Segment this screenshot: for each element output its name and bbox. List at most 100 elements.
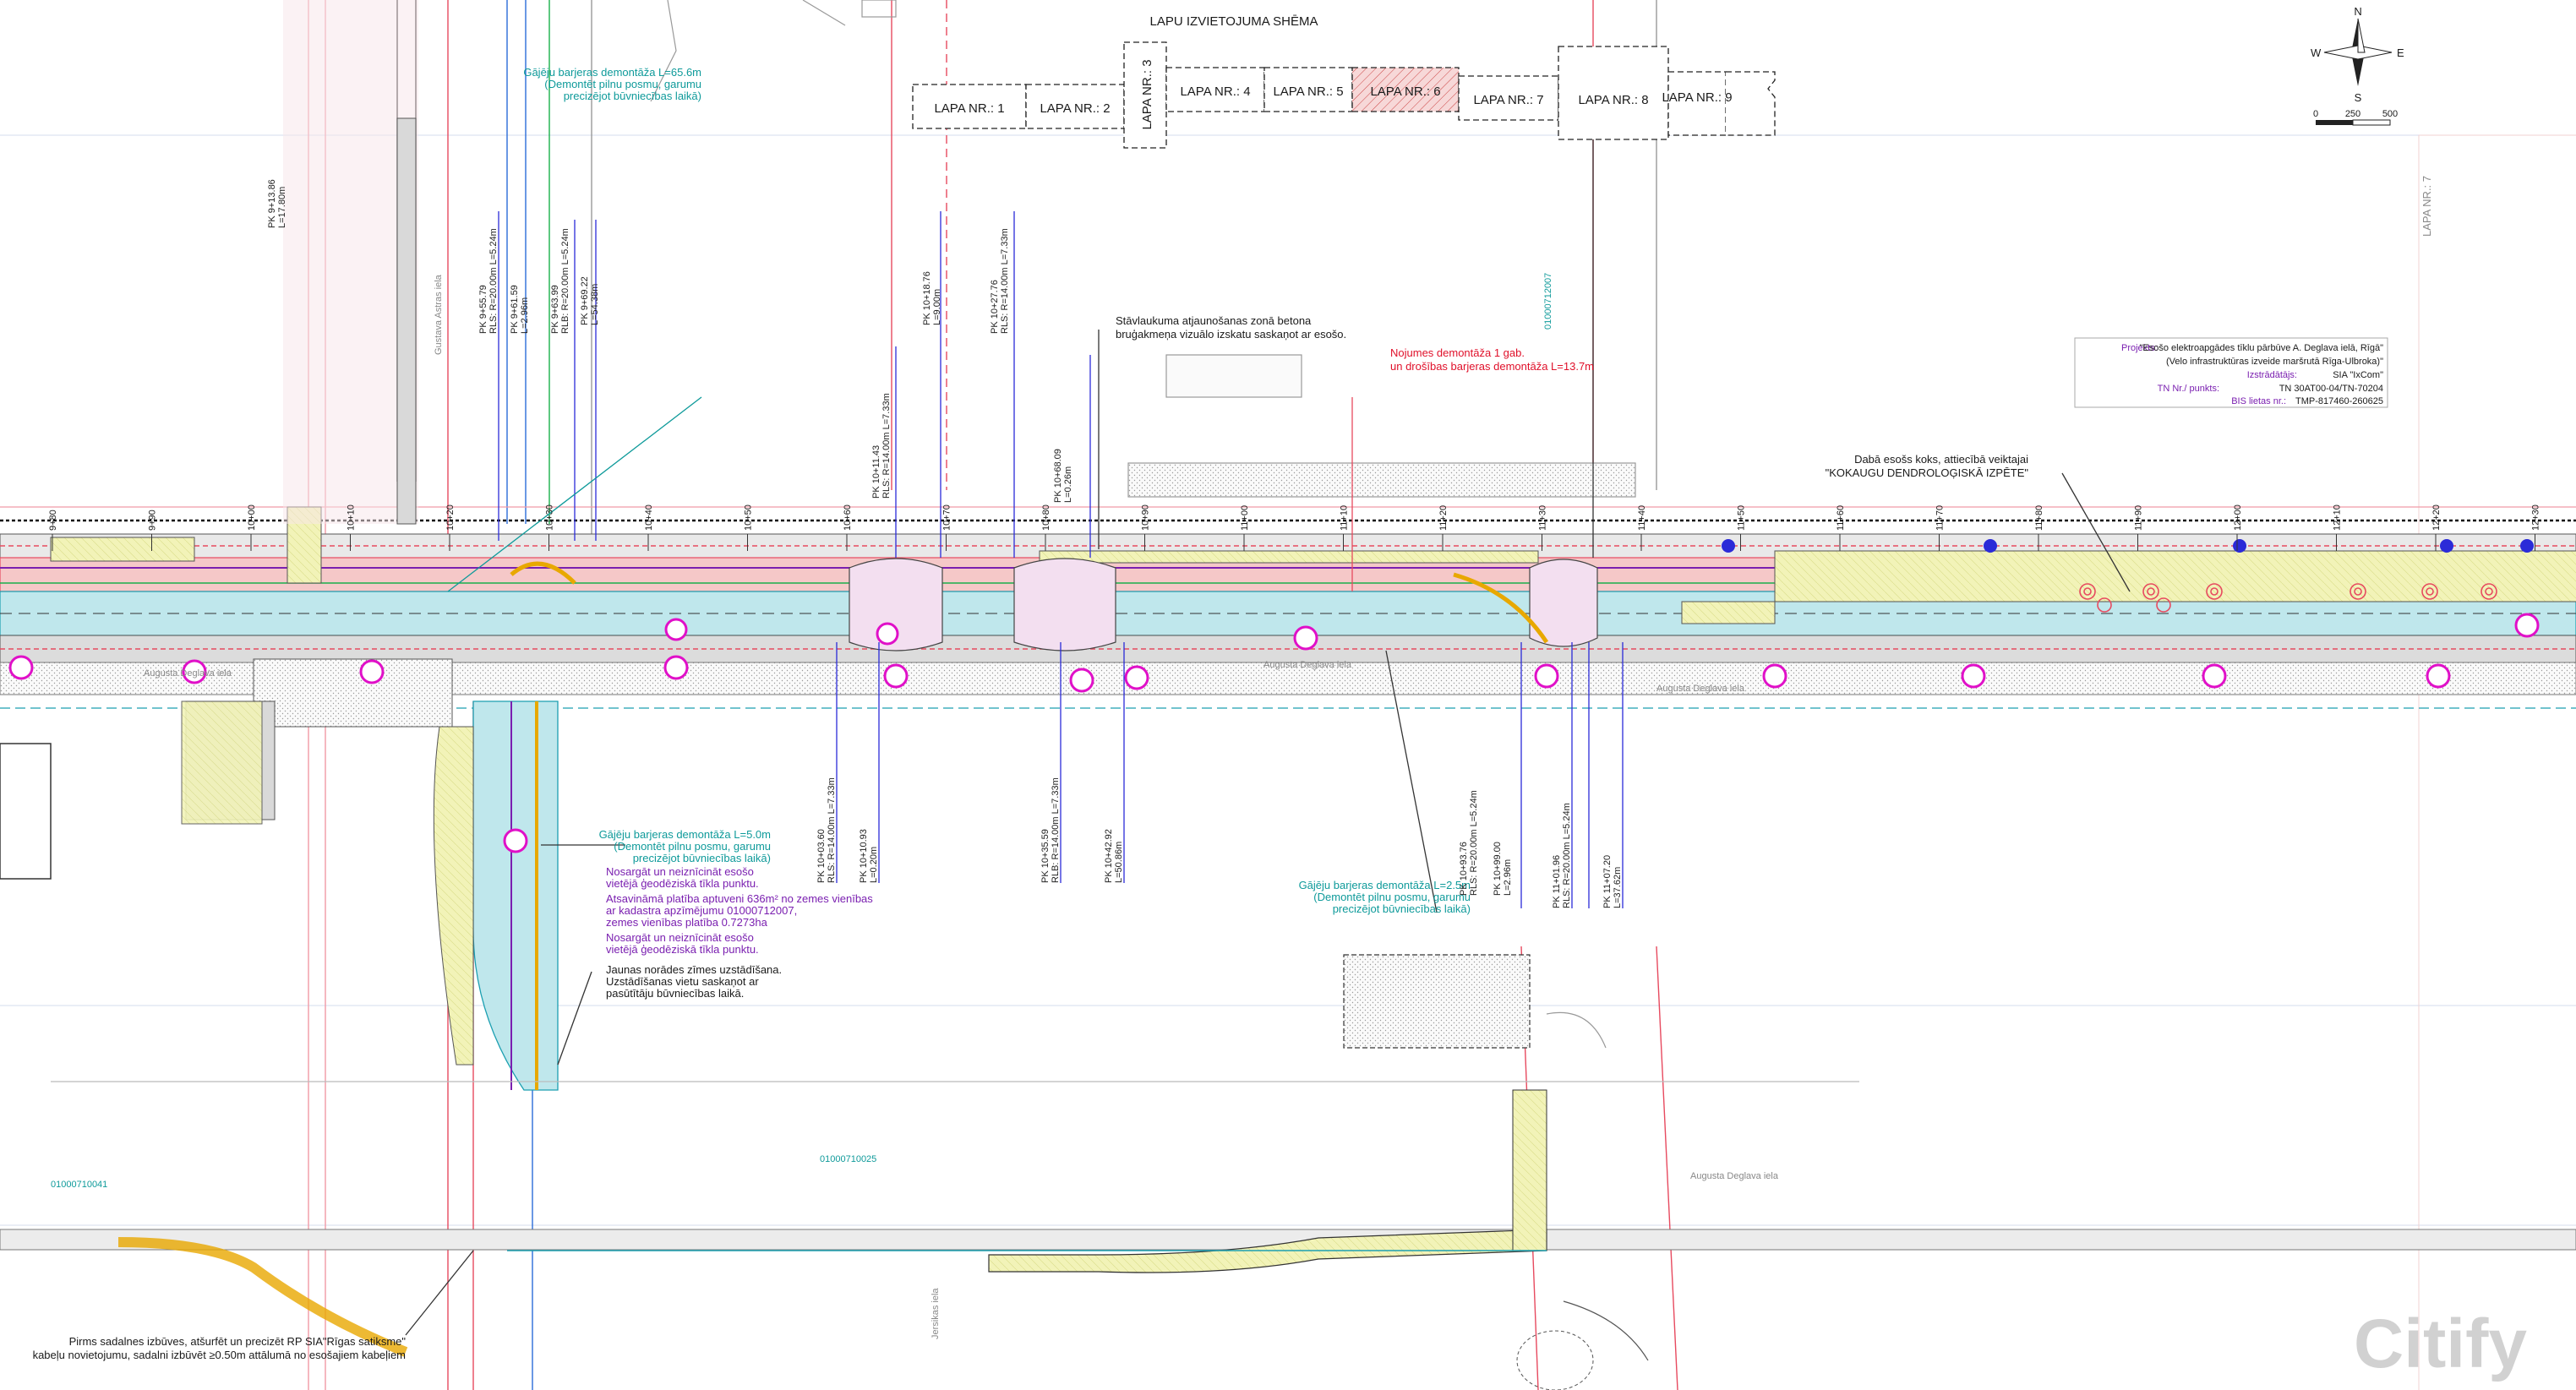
svg-text:PK 9+69.22: PK 9+69.22 [580,276,590,325]
svg-text:Nosargāt un neiznīcināt esošo: Nosargāt un neiznīcināt esošo [606,931,754,944]
street-name-deglava: Augusta Deglava iela [144,668,232,679]
north-arrow: N E S W [2311,5,2404,104]
chainage-label: 10+70 [942,504,952,531]
sheet-label: LAPA NR.: 5 [1273,84,1343,99]
svg-text:pasūtītāju būvniecības laikā.: pasūtītāju būvniecības laikā. [606,987,744,1000]
svg-text:ar kadastra apzīmējumu 0100071: ar kadastra apzīmējumu 01000712007, [606,904,797,917]
edge-sheet-label: LAPA NR.: 7 [2420,176,2433,237]
svg-text:L=54.38m: L=54.38m [590,284,600,325]
chainage-label: 12+00 [2233,504,2243,531]
svg-text:PK 11+01.96: PK 11+01.96 [1552,855,1562,908]
callout-barrier-3: Gājēju barjeras demontāža L=2.5m (Demont… [1299,879,1471,915]
callout-geodetic-1: Nosargāt un neiznīcināt esošo vietējā ģe… [606,865,759,890]
developer-key: Izstrādātājs: [2247,370,2297,380]
svg-text:RLS: R=14.00m L=7.33m: RLS: R=14.00m L=7.33m [827,777,837,883]
svg-text:Nojumes demontāža 1 gab.: Nojumes demontāža 1 gab. [1390,346,1525,359]
south-letter: S [2355,91,2362,104]
svg-text:PK 10+03.60: PK 10+03.60 [816,829,827,883]
street-name-asara: Gustava Astras iela [434,274,444,355]
svg-text:RLS: R=14.00m L=7.33m: RLS: R=14.00m L=7.33m [881,393,892,499]
chainage-label: 10+50 [744,504,754,531]
sheet-box-7[interactable] [1458,75,1559,121]
svg-text:"KOKAUGU DENDROLOĢISKĀ IZPĒTE": "KOKAUGU DENDROLOĢISKĀ IZPĒTE" [1826,466,2029,479]
svg-text:PK 11+07.20: PK 11+07.20 [1602,855,1613,908]
callout-geodetic-2: Nosargāt un neiznīcināt esošo vietējā ģe… [606,931,759,956]
svg-text:PK 10+42.92: PK 10+42.92 [1104,829,1114,883]
svg-text:L=37.62m: L=37.62m [1613,867,1623,908]
sheet-label-active: LAPA NR.: 6 [1370,84,1440,99]
sheet-box-5[interactable] [1263,67,1353,112]
sheet-label: LAPA NR.: 3 [1140,59,1154,129]
chainage-label: 11+80 [2034,505,2044,531]
chainage-label: 11+50 [1737,505,1747,531]
svg-text:PK 9+61.59: PK 9+61.59 [510,285,520,334]
chainage-label: 11+40 [1637,505,1647,531]
svg-text:L=2.96m: L=2.96m [1503,859,1513,896]
bis-value: TMP-817460-260625 [2295,396,2383,406]
bus-islands [510,558,1598,651]
svg-text:Gājēju barjeras demontāža L=2.: Gājēju barjeras demontāža L=2.5m [1299,879,1471,891]
svg-text:Pirms sadalnes izbūves, atšurf: Pirms sadalnes izbūves, atšurfēt un prec… [69,1335,407,1348]
scale-bar: 0 250 500 [2313,109,2398,126]
sheet-label: LAPA NR.: 8 [1578,93,1648,107]
chainage-label: 11+10 [1340,505,1350,531]
callout-barrier-2: Gājēju barjeras demontāža L=5.0m (Demont… [599,828,771,864]
sheet-box-8[interactable] [1558,46,1669,140]
callout-cable: Pirms sadalnes izbūves, atšurfēt un prec… [33,1335,407,1361]
bis-key: BIS lietas nr.: [2231,396,2286,406]
svg-text:L=50.86m: L=50.86m [1114,842,1124,883]
svg-text:PK 10+93.76: PK 10+93.76 [1459,842,1469,896]
sheet-box-6[interactable] [1351,67,1460,112]
svg-text:Stāvlaukuma atjaunošanas zonā: Stāvlaukuma atjaunošanas zonā betona [1116,314,1312,327]
svg-text:Nosargāt un neiznīcināt esošo: Nosargāt un neiznīcināt esošo [606,865,754,878]
chainage-label: 10+00 [247,504,257,531]
svg-text:L=0.26m: L=0.26m [1063,466,1073,503]
svg-text:PK 10+10.93: PK 10+10.93 [859,829,869,883]
chainage-label: 10+80 [1041,504,1051,531]
svg-text:Atsavināmā platība aptuveni 63: Atsavināmā platība aptuveni 636m² no zem… [606,892,873,905]
svg-text:PK 9+63.99: PK 9+63.99 [550,285,560,334]
svg-text:PK 10+18.76: PK 10+18.76 [922,271,932,325]
callout-canopy: Nojumes demontāža 1 gab. un drošības bar… [1390,346,1594,373]
chainage-label: 11+00 [1240,505,1250,531]
svg-text:PK 9+55.79: PK 9+55.79 [478,285,488,334]
east-letter: E [2397,46,2404,59]
svg-text:L=2.96m: L=2.96m [520,297,530,334]
scale-tick: 250 [2345,109,2360,119]
chainage-label: 9+80 [48,510,58,531]
cadastre-number: 01000712007 [1543,273,1553,330]
sheet-label-part1: LAPA NR.: 9 [1662,90,1732,105]
utility-markers [8,613,2540,853]
sheet-box-2[interactable] [1025,84,1125,129]
chainage-label: 10+60 [843,504,853,531]
west-letter: W [2311,46,2322,59]
svg-text:RLB: R=20.00m L=5.24m: RLB: R=20.00m L=5.24m [560,228,570,334]
schema-title: LAPU IZVIETOJUMA SHĒMA [1150,14,1318,29]
svg-text:vietējā ģeodēziskā tīkla punkt: vietējā ģeodēziskā tīkla punktu. [606,877,759,890]
callout-tree: Dabā esošs koks, attiecībā veiktajai "KO… [1826,453,2029,479]
project-name: "Esošo elektroapgādes tīklu pārbūve A. D… [2140,343,2384,353]
tn-key: TN Nr./ punkts: [2158,384,2219,394]
callout-new-sign: Jaunas norādes zīmes uzstādīšana. Uzstād… [606,963,782,1000]
background-linework [0,134,2576,1390]
svg-text:(Demontēt pilnu posmu, garumu: (Demontēt pilnu posmu, garumu [614,840,771,853]
svg-text:RLS: R=20.00m L=5.24m: RLS: R=20.00m L=5.24m [488,228,499,334]
cadastre-number: 01000710041 [51,1180,107,1190]
chainage-label: 11+30 [1538,505,1548,531]
chainage-label: 10+20 [445,504,456,531]
chainage-label: 10+10 [347,504,357,531]
sheet-label: LAPA NR.: 4 [1180,84,1250,99]
chainage-label: 11+70 [1935,505,1946,531]
svg-text:Uzstādīšanas vietu saskaņot ar: Uzstādīšanas vietu saskaņot ar [606,975,759,988]
tree-symbols [2079,583,2497,613]
green-strips [50,506,2576,624]
svg-text:un drošības barjeras demontāža: un drošības barjeras demontāža L=13.7m [1390,360,1594,373]
street-names: Augusta Deglava iela Augusta Deglava iel… [51,273,1779,1339]
tn-value: TN 30AT00-04/TN-70204 [2279,384,2383,394]
side-street [0,0,559,1091]
sheet-box-1[interactable] [912,84,1027,129]
sheet-label: LAPA NR.: 2 [1040,101,1110,116]
sheet-box-4[interactable] [1165,67,1265,112]
svg-text:PK 10+35.59: PK 10+35.59 [1040,829,1051,883]
